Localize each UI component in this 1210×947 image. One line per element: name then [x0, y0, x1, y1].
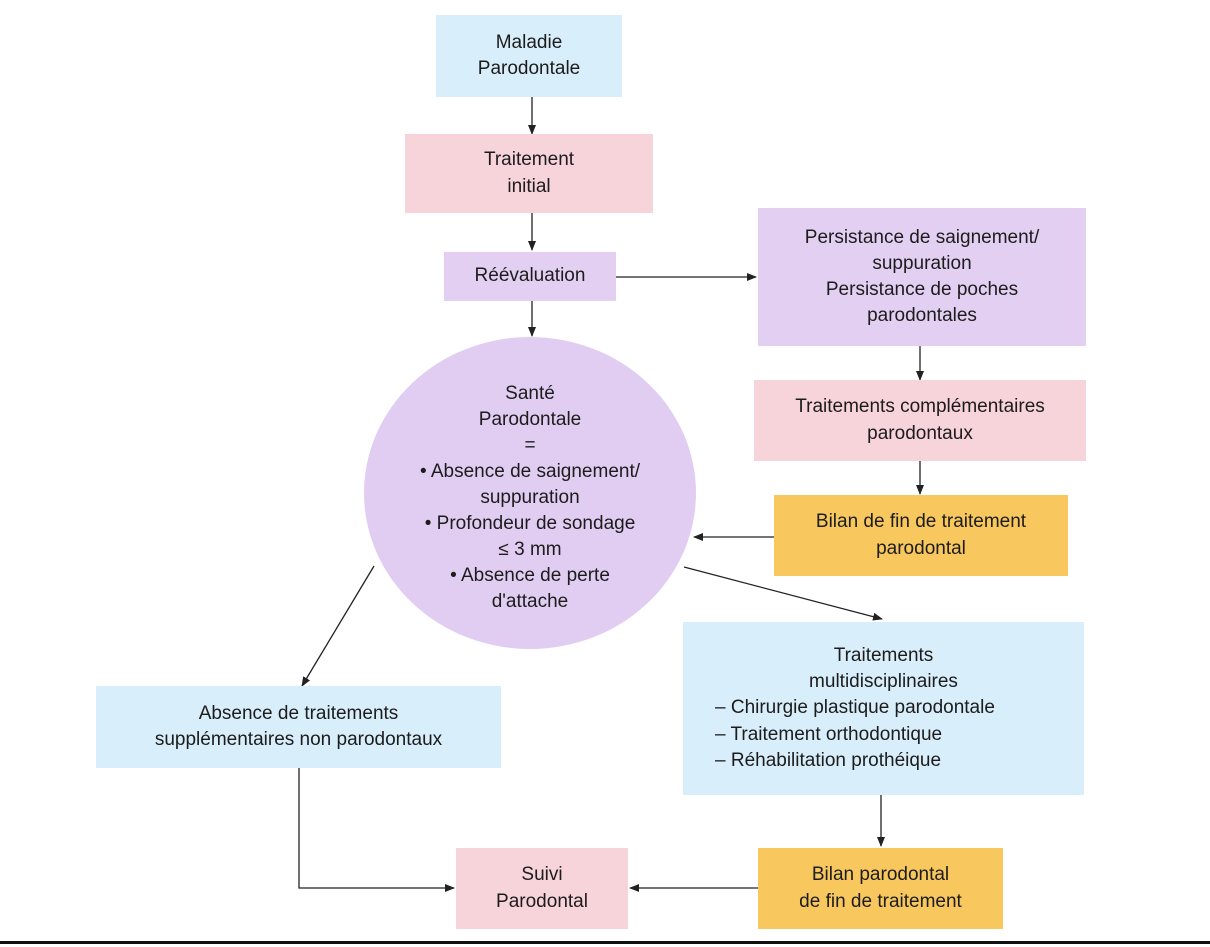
arrow-sante-to-multidisciplinaires — [683, 566, 883, 621]
node-text: Absence de traitements — [198, 702, 399, 724]
node-bilan-fin-traitement: Bilan de fin de traitement parodontal — [774, 495, 1068, 576]
node-text: Santé — [505, 383, 555, 404]
arrow-sante-to-absence — [301, 565, 375, 687]
node-text: – Réhabilitation prothéique — [715, 749, 942, 771]
node-text: initial — [507, 175, 551, 197]
bottom-rule — [0, 941, 1210, 944]
node-text: = — [524, 435, 536, 457]
node-text: parodontales — [867, 305, 977, 327]
node-text: Suivi — [521, 864, 563, 886]
node-text: suppuration — [480, 487, 580, 509]
node-text: suppuration — [872, 252, 972, 274]
node-text: supplémentaires non parodontaux — [154, 729, 443, 750]
node-text: Traitement — [483, 149, 575, 171]
node-text: de fin de traitement — [799, 890, 962, 912]
node-text: • Absence de perte — [450, 565, 610, 587]
node-persistance: Persistance de saignement/ suppuration P… — [758, 208, 1086, 346]
node-traitements-multidisciplinaires: Traitements multidisciplinaires – Chirur… — [683, 622, 1084, 795]
node-text: Persistance de saignement/ — [804, 226, 1040, 248]
node-maladie-parodontale: Maladie Parodontale — [436, 15, 622, 97]
node-text: – Traitement orthodontique — [715, 723, 943, 745]
node-text: Persistance de poches — [825, 279, 1019, 300]
node-text: • Profondeur de sondage — [424, 513, 636, 535]
node-text: parodontaux — [867, 422, 973, 444]
node-text: Parodontal — [496, 890, 588, 912]
node-text: Maladie — [495, 31, 563, 53]
node-text: Bilan parodontal — [811, 864, 950, 886]
node-sante-parodontale: Santé Parodontale = • Absence de saignem… — [364, 337, 696, 649]
node-suivi-parodontal: Suivi Parodontal — [456, 848, 628, 929]
node-text: parodontal — [876, 537, 966, 559]
node-text: • Absence de saignement/ — [419, 461, 641, 483]
node-text: Réévaluation — [474, 265, 586, 287]
node-text: ≤ 3 mm — [498, 539, 562, 561]
node-text: Bilan de fin de traitement — [815, 511, 1027, 533]
node-absence-traitements: Absence de traitements supplémentaires n… — [96, 686, 501, 768]
arrow-absence-to-suivi — [298, 768, 455, 892]
node-text: Parodontale — [477, 58, 581, 79]
node-text: Traitements — [833, 644, 934, 666]
node-text: d'attache — [491, 591, 569, 613]
node-text: Parodontale — [478, 409, 582, 431]
node-reevaluation: Réévaluation — [444, 252, 616, 301]
node-traitement-initial: Traitement initial — [405, 134, 653, 213]
node-text: – Chirurgie plastique parodontale — [715, 697, 995, 719]
node-traitements-complementaires: Traitements complémentaires parodontaux — [754, 380, 1086, 461]
node-text: Traitements complémentaires — [795, 396, 1045, 418]
node-bilan-parodontal: Bilan parodontal de fin de traitement — [758, 848, 1003, 929]
node-text: multidisciplinaires — [809, 671, 958, 693]
